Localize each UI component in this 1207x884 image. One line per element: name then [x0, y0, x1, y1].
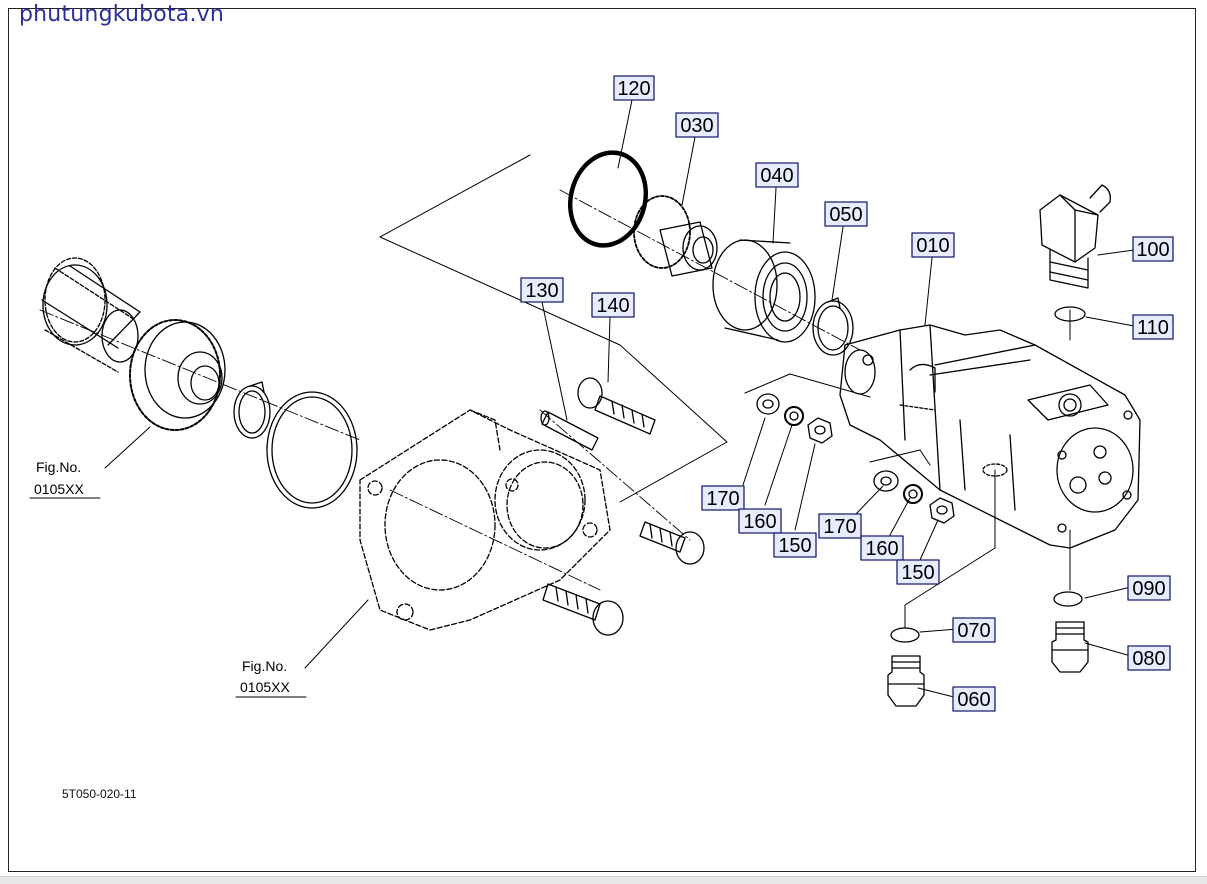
- label-110-text: 110: [1137, 317, 1169, 339]
- drawing-frame: [8, 8, 1196, 872]
- oring-120: [567, 150, 649, 248]
- splined-shaft: [44, 257, 136, 373]
- fig-ref-left-line2: 0105XX: [34, 481, 84, 497]
- label-070: 070: [952, 617, 996, 643]
- fig-ref-bottom-line1: Fig.No.: [242, 658, 287, 674]
- label-030-text: 030: [680, 115, 713, 137]
- washer-set-upper: [756, 393, 833, 444]
- label-060-text: 060: [957, 689, 990, 711]
- bolt-lower-left: [542, 583, 624, 636]
- fig-ref-left: Fig.No. 0105XX: [29, 459, 101, 499]
- part-labels: 120 030 040 050 010 100 110 130 140 170 …: [520, 75, 1174, 712]
- fig-ref-left-line1: Fig.No.: [36, 459, 81, 475]
- label-150-lower-text: 150: [901, 562, 934, 584]
- label-170-upper: 170: [701, 485, 745, 511]
- oring-090: [1053, 591, 1083, 607]
- spur-gear-left: [129, 319, 226, 431]
- label-030: 030: [675, 112, 719, 138]
- label-090: 090: [1127, 575, 1171, 601]
- bolt-lower-right: [639, 521, 705, 565]
- label-140: 140: [591, 292, 635, 318]
- oring-070: [890, 627, 920, 643]
- fitting-060: [887, 655, 925, 707]
- oring-110: [1054, 306, 1086, 322]
- label-130-text: 130: [525, 280, 558, 302]
- label-120: 120: [613, 75, 655, 101]
- label-160-lower: 160: [860, 535, 904, 561]
- label-170-lower: 170: [818, 513, 862, 539]
- label-140-text: 140: [596, 295, 629, 317]
- label-160-upper: 160: [738, 508, 782, 534]
- label-170-upper-text: 170: [706, 488, 739, 510]
- label-010-text: 010: [916, 235, 949, 257]
- label-050: 050: [824, 201, 868, 227]
- label-010: 010: [911, 232, 955, 258]
- fig-ref-bottom: Fig.No. 0105XX: [235, 658, 307, 698]
- label-160-upper-text: 160: [743, 511, 776, 533]
- bolt-140: [577, 377, 656, 435]
- fitting-100: [1039, 184, 1111, 289]
- oring-large-left: [266, 391, 358, 509]
- label-130: 130: [520, 277, 564, 303]
- label-040-text: 040: [760, 165, 793, 187]
- stud-130: [540, 410, 599, 451]
- housing-cover: [359, 409, 611, 631]
- label-150-lower: 150: [896, 559, 940, 585]
- label-150-upper: 150: [773, 532, 817, 558]
- label-070-text: 070: [957, 620, 990, 642]
- washer-set-lower: [873, 470, 955, 524]
- bearing-040: [712, 239, 816, 343]
- label-040: 040: [755, 162, 799, 188]
- label-100-text: 100: [1136, 239, 1169, 261]
- bottom-scroll-strip: [0, 876, 1207, 884]
- fig-ref-bottom-line2: 0105XX: [240, 679, 290, 695]
- label-090-text: 090: [1132, 578, 1165, 600]
- fitting-080: [1051, 621, 1089, 673]
- label-170-lower-text: 170: [823, 516, 856, 538]
- label-110: 110: [1132, 314, 1174, 340]
- center-axes: [39, 189, 861, 591]
- label-080-text: 080: [1132, 648, 1165, 670]
- label-100: 100: [1132, 236, 1174, 262]
- label-150-upper-text: 150: [778, 535, 811, 557]
- snap-ring-left: [233, 381, 271, 439]
- label-080: 080: [1127, 645, 1171, 671]
- label-120-text: 120: [617, 78, 650, 100]
- label-050-text: 050: [829, 204, 862, 226]
- label-060: 060: [952, 686, 996, 712]
- pump-body-010: [839, 324, 1141, 549]
- figure-code: 5T050-020-11: [62, 787, 137, 801]
- fig-references: Fig.No. 0105XX Fig.No. 0105XX: [29, 459, 307, 698]
- snap-ring-050: [812, 297, 854, 356]
- label-160-lower-text: 160: [865, 538, 898, 560]
- leader-lines: [104, 99, 1135, 699]
- watermark-text: phutungkubota.vn: [19, 2, 225, 27]
- left-gear-assembly: [41, 257, 358, 509]
- drive-gear-030: [633, 195, 718, 277]
